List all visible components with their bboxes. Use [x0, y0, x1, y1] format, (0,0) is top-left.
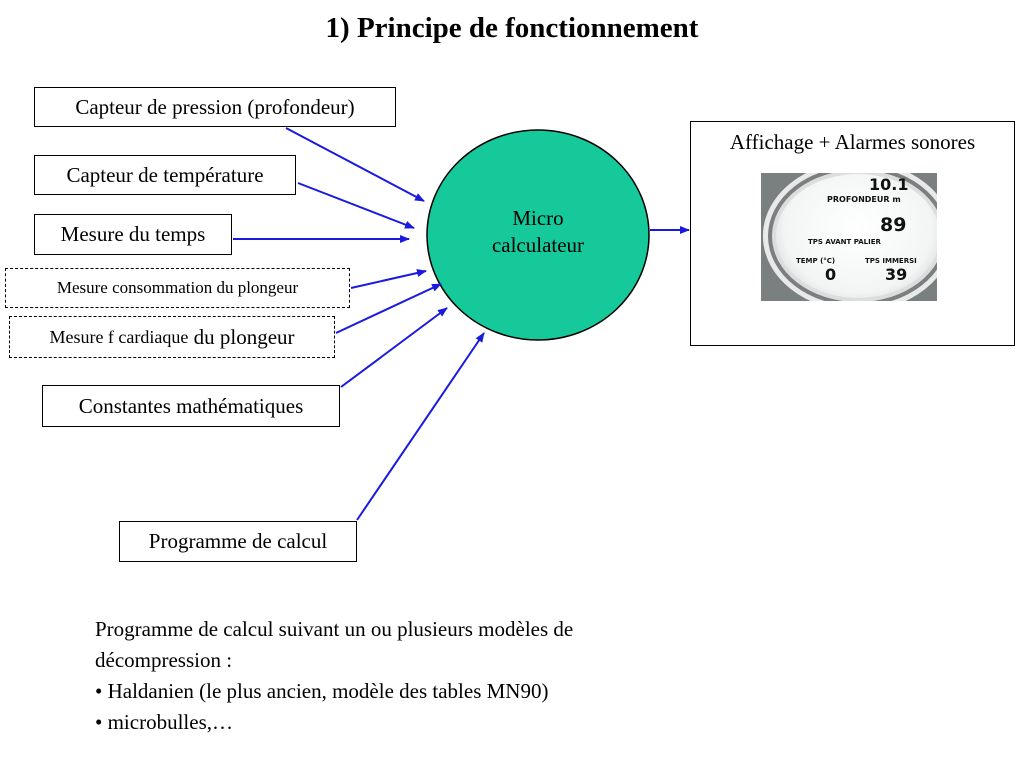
micro-calculator-node [426, 129, 650, 341]
output-display-box: Affichage + Alarmes sonores 10.1 PROFOND… [690, 121, 1015, 346]
depth-value: 10.1 [869, 175, 909, 194]
input-temperature-label: Capteur de température [66, 162, 264, 187]
input-time-box: Mesure du temps [34, 214, 232, 255]
immersion-label: TPS IMMERSI [865, 257, 917, 265]
input-heart-label-b: du plongeur [193, 324, 295, 349]
input-consumption-label: Mesure consommation du plongeur [56, 278, 299, 297]
footnote-line1: Programme de calcul suivant un ou plusie… [95, 617, 574, 641]
input-pressure-label: Capteur de pression (profondeur) [75, 94, 355, 119]
arrow-constants [340, 307, 448, 388]
depth-unit: m [892, 195, 901, 204]
input-program-label: Programme de calcul [148, 529, 328, 553]
immersion-value: 39 [885, 265, 908, 284]
display-face [763, 173, 937, 301]
input-consumption-box: Mesure consommation du plongeur [5, 268, 350, 308]
input-temperature-box: Capteur de température [34, 155, 296, 195]
footnote-line2: décompression : [95, 648, 233, 672]
input-heart-label-a: Mesure f cardiaque [49, 326, 189, 347]
footnote: Programme de calcul suivant un ou plusie… [95, 614, 573, 738]
temp-value: 0 [825, 265, 837, 284]
arrow-temperature [297, 182, 415, 229]
arrow-heart [335, 283, 442, 334]
arrow-consumption [350, 269, 427, 289]
footnote-line4: • microbulles,… [95, 710, 233, 734]
arrow-pressure [285, 127, 425, 202]
micro-line1: Micro [512, 206, 564, 230]
input-constants-box: Constantes mathématiques [42, 385, 340, 427]
dive-computer-display: 10.1 PROFONDEUR m 89 TPS AVANT PALIER TE… [761, 173, 937, 301]
micro-calculator-label: Micro calculateur [427, 205, 649, 259]
input-constants-label: Constantes mathématiques [78, 393, 304, 418]
footnote-line3: • Haldanien (le plus ancien, modèle des … [95, 679, 549, 703]
input-program-box: Programme de calcul [119, 521, 357, 562]
depth-label: PROFONDEUR m [827, 195, 901, 204]
page-title: 1) Principe de fonctionnement [325, 12, 699, 44]
input-heart-box: Mesure f cardiaque du plongeur [9, 316, 335, 358]
palier-label: TPS AVANT PALIER [808, 238, 881, 246]
input-pressure-box: Capteur de pression (profondeur) [34, 87, 396, 127]
output-title: Affichage + Alarmes sonores [729, 130, 976, 154]
input-time-label: Mesure du temps [60, 222, 206, 246]
palier-value: 89 [880, 214, 907, 236]
temp-label: TEMP (°C) [796, 257, 836, 265]
micro-line2: calculateur [491, 233, 585, 257]
arrow-program [356, 332, 485, 521]
